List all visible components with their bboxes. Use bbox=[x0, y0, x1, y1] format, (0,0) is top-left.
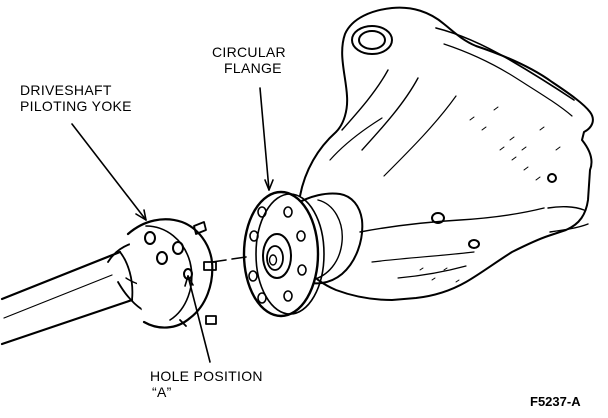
label-hole-position-line2: “A” bbox=[152, 384, 172, 400]
label-circular-flange: CIRCULAR FLANGE bbox=[212, 44, 286, 76]
driveshaft-tube bbox=[0, 250, 134, 346]
label-hole-position-line1: HOLE POSITION bbox=[150, 368, 263, 384]
axle-housing bbox=[299, 6, 594, 301]
label-piloting-yoke-line2: PILOTING YOKE bbox=[20, 98, 132, 114]
figure-id: F5237-A bbox=[530, 394, 581, 409]
label-piloting-yoke: DRIVESHAFT PILOTING YOKE bbox=[20, 82, 132, 114]
yoke-studs bbox=[179, 221, 217, 327]
label-circular-flange-line1: CIRCULAR bbox=[212, 44, 286, 60]
leader-piloting-yoke bbox=[71, 123, 147, 221]
label-piloting-yoke-line1: DRIVESHAFT bbox=[20, 82, 112, 98]
leader-hole-position bbox=[187, 275, 211, 363]
leader-lines bbox=[71, 87, 274, 363]
alignment-line bbox=[211, 256, 247, 263]
pinion-nose bbox=[295, 192, 364, 285]
label-circular-flange-line2: FLANGE bbox=[224, 60, 282, 76]
housing-shading bbox=[419, 106, 561, 283]
leader-circular-flange bbox=[259, 87, 270, 191]
flange-bolt-holes bbox=[248, 206, 307, 304]
label-hole-position: HOLE POSITION “A” bbox=[150, 368, 263, 400]
circular-flange bbox=[242, 190, 325, 318]
driveshaft-piloting-yoke bbox=[126, 218, 217, 329]
